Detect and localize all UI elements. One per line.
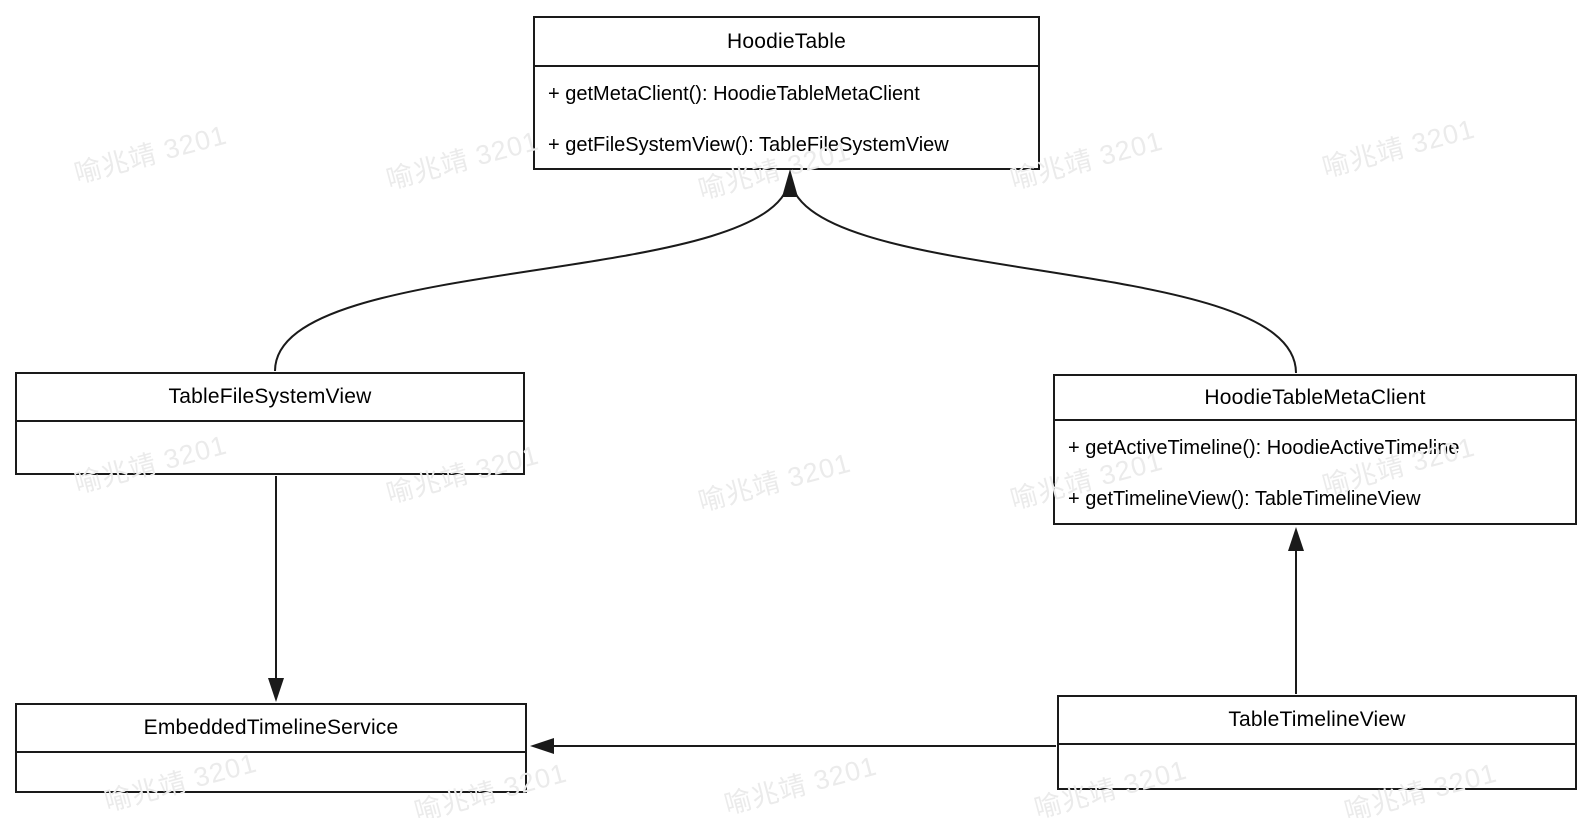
class-box-table-file-system-view: TableFileSystemView <box>15 372 525 475</box>
relation-hoodietablemetaclient-to-hoodietable <box>789 173 1297 374</box>
arrowhead-up-hoodietable <box>782 169 798 197</box>
class-title-hoodie-table-meta-client: HoodieTableMetaClient <box>1055 376 1575 421</box>
class-body-hoodie-table-meta-client: + getActiveTimeline(): HoodieActiveTimel… <box>1055 421 1575 525</box>
arrowhead-left-embeddedtimelineservice <box>530 738 554 754</box>
watermark-text: 喻兆靖 3201 <box>383 125 543 196</box>
method-get-active-timeline: + getActiveTimeline(): HoodieActiveTimel… <box>1068 437 1460 459</box>
class-box-table-timeline-view: TableTimelineView <box>1057 695 1577 790</box>
class-title-table-file-system-view: TableFileSystemView <box>17 374 523 422</box>
class-body-table-timeline-view <box>1059 745 1575 747</box>
class-body-hoodie-table: + getMetaClient(): HoodieTableMetaClient… <box>535 67 1038 171</box>
method-get-meta-client: + getMetaClient(): HoodieTableMetaClient <box>548 83 920 105</box>
class-body-table-file-system-view <box>17 422 523 424</box>
arrowhead-down-embeddedtimelineservice <box>268 678 284 702</box>
watermark-text: 喻兆靖 3201 <box>721 750 881 818</box>
class-title-embedded-timeline-service: EmbeddedTimelineService <box>17 705 525 753</box>
class-box-embedded-timeline-service: EmbeddedTimelineService <box>15 703 527 793</box>
relation-tablefilesystemview-to-hoodietable <box>274 173 791 372</box>
class-title-hoodie-table: HoodieTable <box>535 18 1038 67</box>
watermark-text: 喻兆靖 3201 <box>695 447 855 518</box>
method-get-file-system-view: + getFileSystemView(): TableFileSystemVi… <box>548 134 949 156</box>
arrowhead-up-hoodietablemetaclient <box>1288 527 1304 551</box>
class-title-table-timeline-view: TableTimelineView <box>1059 697 1575 745</box>
class-box-hoodie-table: HoodieTable + getMetaClient(): HoodieTab… <box>533 16 1040 170</box>
class-box-hoodie-table-meta-client: HoodieTableMetaClient + getActiveTimelin… <box>1053 374 1577 525</box>
method-get-timeline-view: + getTimelineView(): TableTimelineView <box>1068 488 1421 510</box>
watermark-text: 喻兆靖 3201 <box>71 119 231 190</box>
class-body-embedded-timeline-service <box>17 753 525 755</box>
watermark-text: 喻兆靖 3201 <box>1319 113 1479 184</box>
